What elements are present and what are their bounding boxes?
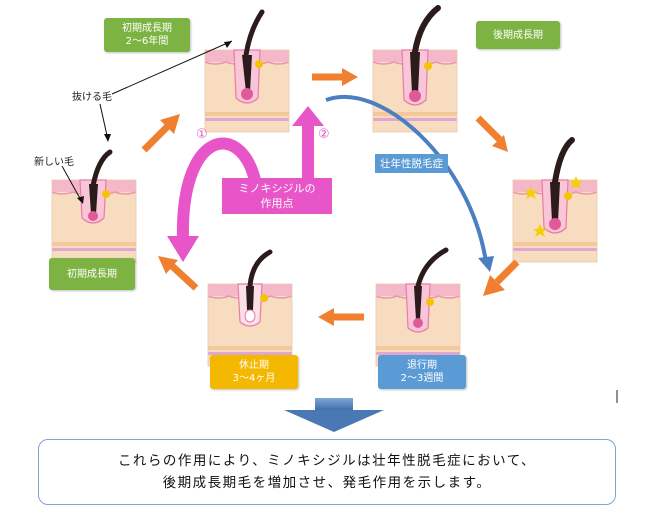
label-aga: 壮年性脱毛症 — [375, 154, 448, 173]
minoxidil-box-line2: 作用点 — [260, 197, 294, 210]
badge-early-growth-left-line1: 初期成長期 — [67, 268, 117, 280]
new-hair-pointer — [61, 165, 83, 203]
badge-early-growth-top-line2: 2～6年間 — [125, 36, 169, 47]
label-falling-hair: 抜ける毛 — [72, 92, 112, 103]
hair-tile-new-hair — [51, 149, 137, 263]
summary-box: これらの作用により、ミノキシジルは壮年性脱毛症において、 後期成長期毛を増加させ… — [38, 439, 616, 505]
badge-resting: 休止期 3～4ヶ月 — [210, 355, 298, 389]
badge-resting-line1: 休止期 — [239, 360, 269, 371]
label-circle-2: ② — [318, 127, 330, 142]
minoxidil-arrow-2 — [302, 124, 314, 182]
badge-late-growth-line1: 後期成長期 — [493, 29, 543, 41]
minoxidil-action-box: ミノキシジルの 作用点 — [222, 178, 332, 214]
badge-early-growth-top: 初期成長期 2～6年間 — [104, 18, 190, 52]
badge-resting-line2: 3～4ヶ月 — [232, 373, 276, 384]
badge-early-growth-top-line1: 初期成長期 — [122, 23, 172, 34]
hair-tile-resting — [207, 249, 293, 367]
minoxidil-arrow-1 — [176, 137, 261, 241]
minoxidil-box-line1: ミノキシジルの — [238, 182, 316, 195]
summary-line1: これらの作用により、ミノキシジルは壮年性脱毛症において、 — [117, 453, 537, 469]
label-circle-1: ① — [196, 127, 208, 142]
badge-regression-line1: 退行期 — [407, 360, 437, 371]
summary-line2: 後期成長期毛を増加させ、発毛作用を示します。 — [162, 475, 492, 491]
hair-tile-regression — [375, 247, 461, 367]
aga-arrow — [325, 94, 488, 263]
hair-tile-late-growth-stimulated — [512, 137, 598, 263]
hair-tile-early-growth-top — [204, 9, 290, 133]
badge-early-growth-left: 初期成長期 — [49, 258, 135, 290]
badge-late-growth: 後期成長期 — [476, 21, 560, 49]
falling-hair-pointer — [111, 40, 233, 95]
label-new-hair: 新しい毛 — [34, 157, 74, 168]
badge-regression: 退行期 2～3週間 — [378, 355, 466, 389]
hair-tile-late-growth — [372, 5, 458, 133]
badge-regression-line2: 2～3週間 — [400, 373, 444, 384]
cycle-arrows — [141, 68, 520, 326]
summary-down-arrow — [284, 398, 384, 432]
